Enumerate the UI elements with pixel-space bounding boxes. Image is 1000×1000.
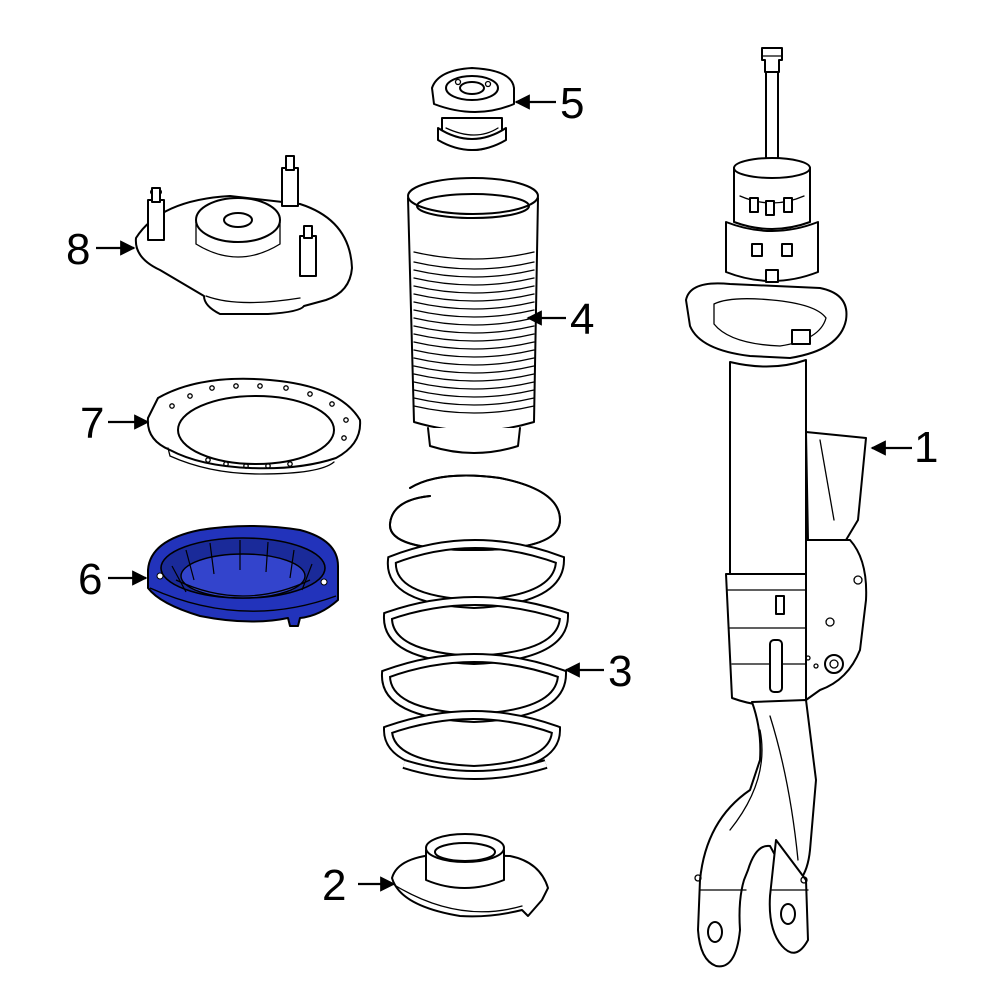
callout-labels: 1 2 3 4 5 6 7 8 [66, 79, 938, 910]
callout-3: 3 [608, 647, 632, 696]
insulator-holes [169, 383, 349, 469]
callout-6: 6 [78, 555, 102, 604]
callout-1: 1 [914, 423, 938, 472]
part-8-strut-mount[interactable] [134, 155, 353, 315]
part-2-lower-spring-seat[interactable] [391, 833, 549, 918]
strut-rod-nut [761, 47, 783, 73]
strut-piston-rod [765, 69, 779, 171]
part-6-spring-seat-highlighted[interactable] [147, 525, 339, 627]
callout-2: 2 [322, 861, 346, 910]
spring-seat-ribs [171, 540, 313, 593]
part-3-coil-spring[interactable] [381, 474, 570, 780]
callout-8: 8 [66, 225, 90, 274]
part-4-dust-boot[interactable] [407, 177, 539, 454]
callout-5: 5 [560, 79, 584, 128]
part-7-insulator[interactable] [146, 377, 362, 475]
callout-7: 7 [80, 399, 104, 448]
spring-coils [381, 539, 570, 780]
dust-boot-ribs [413, 261, 535, 414]
callout-4: 4 [570, 295, 594, 344]
callout-arrows [96, 94, 912, 892]
part-5-upper-mount[interactable] [431, 67, 515, 151]
part-1-strut-assembly[interactable] [685, 47, 868, 968]
